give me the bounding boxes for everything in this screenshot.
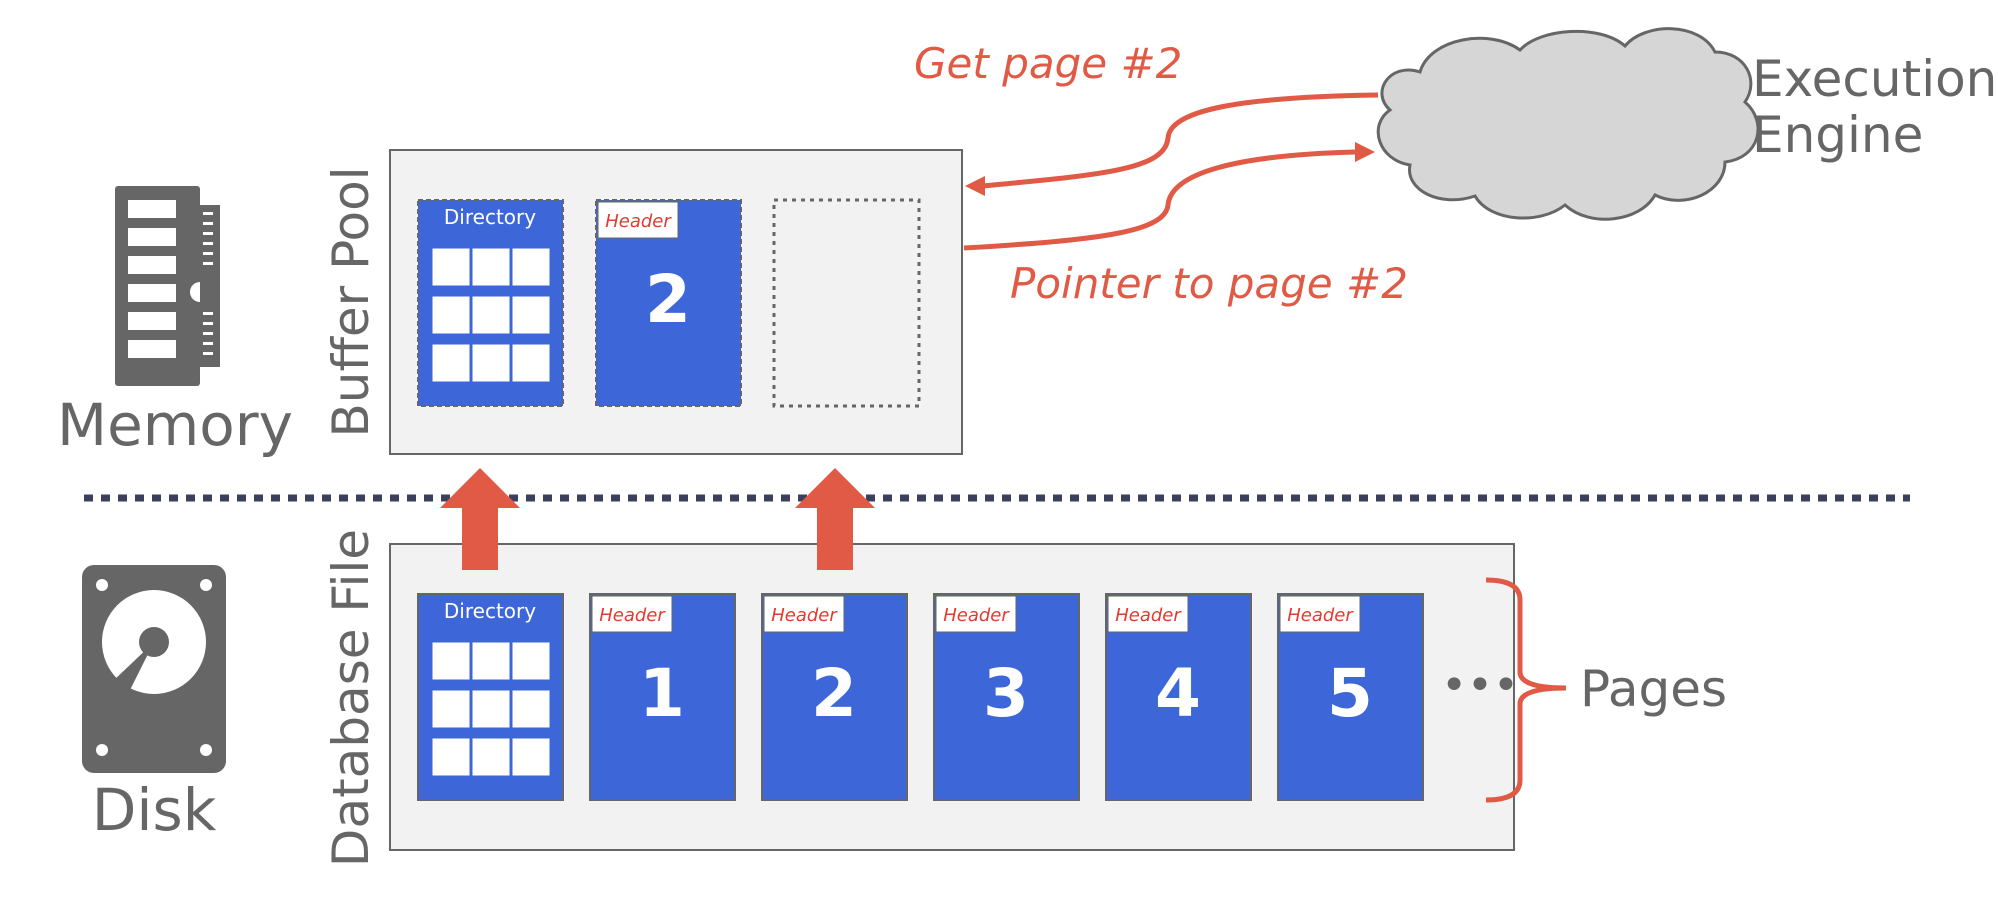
file-page-number: 2 — [811, 655, 857, 732]
database-file-label: Database File — [322, 529, 380, 867]
engine-label: Engine — [1752, 106, 1923, 164]
buffer-directory-grid — [431, 247, 551, 383]
pages-brace — [1485, 577, 1567, 803]
load-page-2-arrow — [795, 468, 875, 570]
file-page-4: Header 4 — [1105, 593, 1252, 801]
file-page-header: Header — [771, 605, 838, 626]
file-page-3: Header 3 — [933, 593, 1080, 801]
buffer-page-number: 2 — [645, 261, 691, 338]
file-page-5: Header 5 — [1277, 593, 1424, 801]
get-page-arrowhead — [965, 176, 985, 196]
page-header-box — [1279, 595, 1361, 633]
file-directory-label: Directory — [444, 599, 536, 623]
page-header-box — [763, 595, 845, 633]
file-page-number: 5 — [1327, 655, 1373, 732]
file-page-header: Header — [943, 605, 1010, 626]
load-directory-arrow — [440, 468, 520, 570]
memory-label: Memory — [57, 391, 293, 459]
file-directory-grid — [431, 641, 551, 777]
get-page-arrow — [981, 92, 1379, 189]
buffer-page-header: Header — [605, 211, 672, 232]
buffer-page-2: Header 2 — [595, 199, 742, 407]
file-page-number: 1 — [639, 655, 685, 732]
file-page-1: Header 1 — [589, 593, 736, 801]
file-directory-page: Directory — [417, 593, 564, 801]
file-page-header: Header — [599, 605, 666, 626]
file-page-header: Header — [1287, 605, 1354, 626]
disk-label: Disk — [92, 776, 217, 844]
buffer-pool-label: Buffer Pool — [322, 166, 380, 437]
buffer-directory-page: Directory — [417, 199, 564, 407]
buffer-directory-label: Directory — [444, 205, 536, 229]
file-page-number: 3 — [983, 655, 1029, 732]
pages-label: Pages — [1580, 660, 1727, 718]
buffer-free-slot — [772, 198, 921, 408]
page-header-box — [1107, 595, 1189, 633]
more-pages-ellipsis: ••• — [1441, 660, 1519, 711]
page-header-box — [591, 595, 673, 633]
ram-module-icon — [115, 186, 220, 386]
page-header-box — [935, 595, 1017, 633]
hard-drive-icon — [82, 565, 226, 773]
pointer-arrowhead — [1355, 142, 1375, 162]
pointer-arrow — [963, 149, 1356, 251]
file-page-2: Header 2 — [761, 593, 908, 801]
file-page-number: 4 — [1155, 655, 1201, 732]
pointer-label: Pointer to page #2 — [1010, 259, 1408, 308]
cloud-icon — [1376, 27, 1760, 221]
execution-label: Execution — [1752, 50, 1997, 108]
get-page-label: Get page #2 — [914, 39, 1182, 88]
file-page-header: Header — [1115, 605, 1182, 626]
buffer-page-header-box — [597, 201, 679, 239]
